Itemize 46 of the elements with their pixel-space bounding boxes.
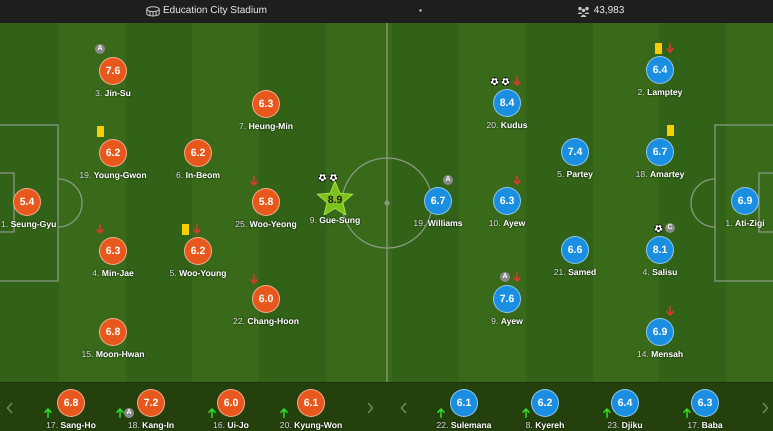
player-name: 10. Ayew xyxy=(488,218,526,228)
player-name: 1. Ati-Zigi xyxy=(725,218,765,228)
player-name: 19. Williams xyxy=(413,218,463,228)
player-name: 23. Djiku xyxy=(607,420,643,430)
player-name: 7. Heung-Min xyxy=(239,121,293,131)
player-name: 9. Ayew xyxy=(491,316,523,326)
player-name: 14. Mensah xyxy=(636,349,684,359)
rating-circle: 5.8 xyxy=(252,188,280,216)
rating-circle: 6.4 xyxy=(646,56,674,84)
player-name: 4. Salisu xyxy=(642,267,678,277)
attendance-count: 43,983 xyxy=(594,5,624,17)
player-name: 6. In-Beom xyxy=(176,170,220,180)
rating-circle: 6.7 xyxy=(424,187,452,215)
player-name: 19. Young-Gwon xyxy=(79,170,147,180)
player-name: 2. Lamptey xyxy=(638,87,682,97)
player-name: 1. Seung-Gyu xyxy=(1,219,56,229)
player-name: 22. Chang-Hoon xyxy=(233,316,299,326)
rating-circle: 6.0 xyxy=(252,285,280,313)
rating-circle: 5.4 xyxy=(13,188,41,216)
player-name: 18. Amartey xyxy=(636,169,684,179)
player-name: 16. Ui-Jo xyxy=(213,420,249,430)
rating-circle: 6.7 xyxy=(646,138,674,166)
rating-star: 8.9 xyxy=(316,181,354,215)
player-name: 5. Partey xyxy=(557,169,593,179)
player-name: 20. Kyung-Won xyxy=(280,420,342,430)
player-name: 3. Jin-Su xyxy=(95,88,131,98)
player-name: 22. Sulemana xyxy=(436,420,492,430)
player-name: 5. Woo-Young xyxy=(170,268,226,278)
player-name: 20. Kudus xyxy=(486,120,528,130)
player-name: 15. Moon-Hwan xyxy=(81,349,145,359)
rating-circle: 6.2 xyxy=(184,237,212,265)
player-name: 21. Samed xyxy=(554,267,596,277)
player-name: 17. Baba xyxy=(687,420,723,430)
player-name: 9. Gue-Sung xyxy=(310,215,360,225)
player-name: 4. Min-Jae xyxy=(92,268,134,278)
rating-circle: 8.1 xyxy=(646,236,674,264)
player-name: 17. Sang-Ho xyxy=(46,420,96,430)
player-name: 8. Kyereh xyxy=(526,420,564,430)
player-name: 25. Woo-Yeong xyxy=(235,219,297,229)
venue-name: Education City Stadium xyxy=(163,5,267,17)
rating-circle: 6.3 xyxy=(252,90,280,118)
rating-circle: 6.6 xyxy=(561,236,589,264)
rating-circle: 6.2 xyxy=(184,139,212,167)
rating-circle: 7.4 xyxy=(561,138,589,166)
rating-circle: 6.9 xyxy=(646,318,674,346)
player-name: 18. Kang-In xyxy=(128,420,174,430)
